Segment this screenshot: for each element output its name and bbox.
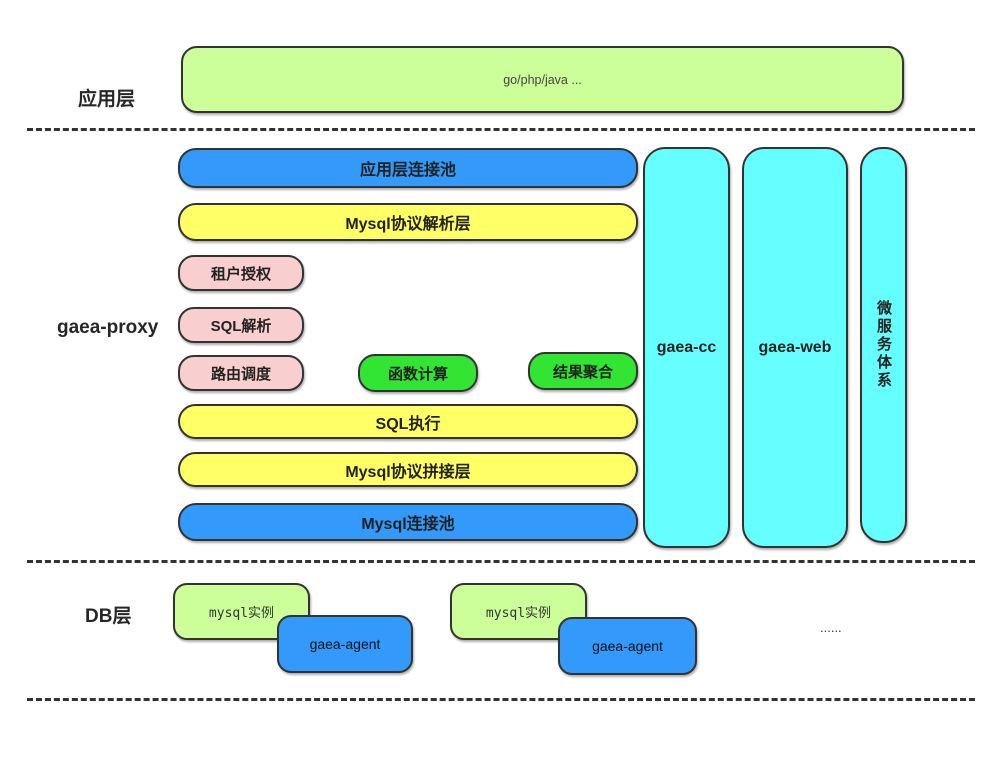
mysql-conn-pool-box: Mysql连接池 bbox=[178, 503, 638, 541]
proxy-layer-label: gaea-proxy bbox=[57, 317, 159, 338]
db-layer-label: DB层 bbox=[85, 606, 132, 627]
gaea-cc-column: gaea-cc bbox=[643, 147, 730, 548]
sql-parse-box: SQL解析 bbox=[178, 307, 304, 343]
gaea-agent-box: gaea-agent bbox=[558, 617, 697, 675]
microservice-label: 微服务体系 bbox=[875, 300, 892, 390]
sql-execute-box: SQL执行 bbox=[178, 404, 638, 439]
tenant-auth-box: 租户授权 bbox=[178, 255, 304, 291]
mysql-protocol-assemble-box: Mysql协议拼接层 bbox=[178, 452, 638, 487]
gaea-web-column: gaea-web bbox=[742, 147, 848, 548]
app-conn-pool-box: 应用层连接池 bbox=[178, 148, 638, 188]
divider-app-proxy bbox=[27, 128, 975, 131]
app-layer-label: 应用层 bbox=[78, 89, 136, 110]
app-runtime-box: go/php/java ... bbox=[181, 46, 904, 113]
func-compute-box: 函数计算 bbox=[358, 354, 478, 392]
mysql-protocol-parse-box: Mysql协议解析层 bbox=[178, 203, 638, 241]
mysql-instance-box: mysql实例 bbox=[173, 583, 310, 640]
route-dispatch-box: 路由调度 bbox=[178, 355, 304, 391]
gaea-cc-label: gaea-cc bbox=[656, 338, 717, 356]
divider-proxy-db bbox=[27, 560, 975, 563]
result-aggregate-box: 结果聚合 bbox=[528, 352, 638, 390]
db-ellipsis: ...... bbox=[820, 620, 842, 635]
microservice-column: 微服务体系 bbox=[860, 147, 907, 543]
gaea-web-label: gaea-web bbox=[758, 338, 832, 356]
divider-db-bottom bbox=[27, 698, 975, 701]
gaea-agent-box: gaea-agent bbox=[277, 615, 413, 673]
